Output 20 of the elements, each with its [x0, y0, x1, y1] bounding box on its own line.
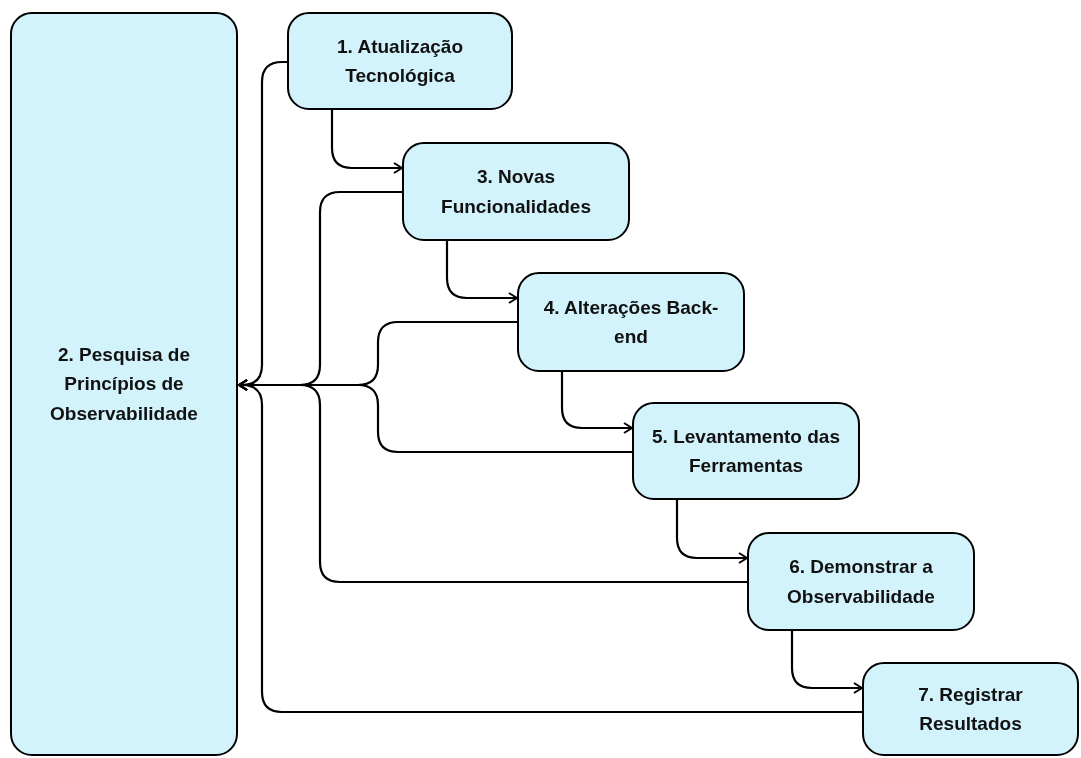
process-box [402, 142, 630, 241]
arrow [675, 500, 748, 564]
box-label: 4. Alterações Back-end [542, 295, 720, 349]
process-box [747, 532, 975, 631]
process-box [287, 12, 513, 110]
box-label: 6. Demonstrar a Observabilidade [786, 555, 936, 609]
box-label: 3. Novas Funcionalidades [440, 165, 592, 219]
box-label: 2. Pesquisa de Princípios de Observabilidade [49, 342, 199, 426]
box-label: 1. Atualização Tecnológica [336, 34, 464, 88]
process-box [862, 662, 1079, 756]
arrow [560, 372, 633, 434]
arrow [238, 379, 862, 714]
arrow [445, 241, 518, 304]
process-box [517, 272, 745, 372]
arrow [330, 110, 403, 174]
box-label: 7. Registrar Resultados [917, 682, 1024, 736]
box-label: 5. Levantamento das Ferramentas [651, 424, 841, 478]
process-box [10, 12, 238, 756]
arrow [790, 631, 863, 694]
process-box [632, 402, 860, 500]
